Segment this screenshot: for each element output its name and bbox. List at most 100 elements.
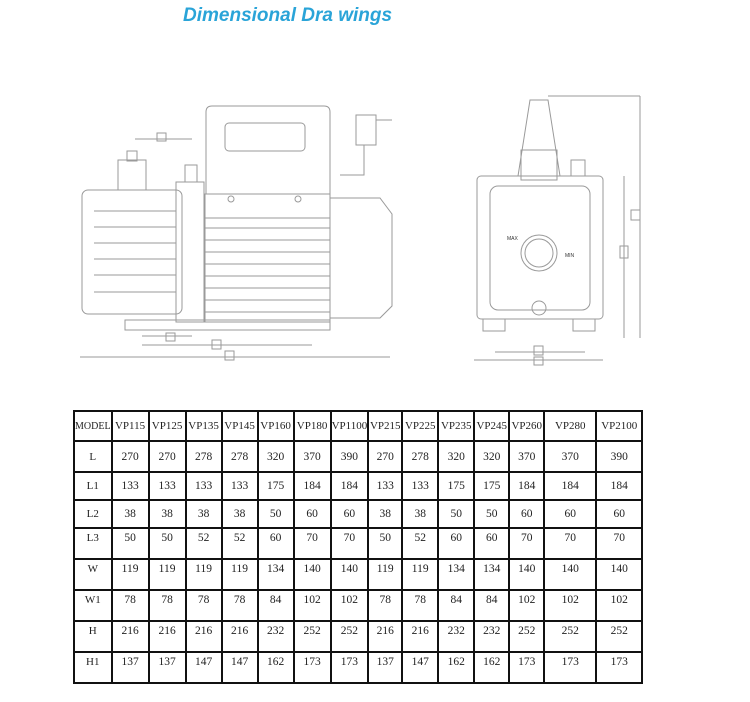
table-cell: 320 [473,440,511,473]
table-cell: 216 [401,620,440,653]
row-label: L3 [73,527,113,560]
header-model-name: VP115 [110,410,150,442]
table-cell: 184 [543,471,598,501]
row-label: L [73,440,113,473]
table-cell: 102 [543,589,598,622]
table-cell: 38 [147,499,187,529]
table-cell: 102 [329,589,370,622]
table-cell: 173 [508,651,546,684]
table-cell: 84 [437,589,476,622]
table-cell: 84 [473,589,511,622]
table-cell: 232 [473,620,511,653]
table-cell: 78 [110,589,150,622]
table-cell: 252 [508,620,546,653]
table-cell: 70 [292,527,332,560]
header-model-name: VP225 [401,410,440,442]
table-cell: 133 [147,471,187,501]
table-cell: 119 [220,558,259,591]
row-label: H1 [73,651,113,684]
table-cell: 270 [110,440,150,473]
min-label: MIN [565,253,575,259]
table-cell: 278 [220,440,259,473]
header-model-name: VP280 [543,410,598,442]
table-cell: 370 [292,440,332,473]
table-cell: 175 [256,471,295,501]
table-cell: 370 [543,440,598,473]
table-cell: 370 [508,440,546,473]
table-cell: 216 [367,620,404,653]
table-cell: 173 [329,651,370,684]
table-cell: 278 [184,440,223,473]
header-model-name: VP2100 [595,410,644,442]
row-label: L1 [73,471,113,501]
table-cell: 252 [292,620,332,653]
table-cell: 216 [147,620,187,653]
table-cell: 175 [473,471,511,501]
table-cell: 278 [401,440,440,473]
table-cell: 60 [595,499,644,529]
table-cell: 252 [595,620,644,653]
header-model-name: VP125 [147,410,187,442]
table-cell: 38 [184,499,223,529]
table-cell: 119 [147,558,187,591]
table-cell: 84 [256,589,295,622]
table-cell: 60 [329,499,370,529]
table-cell: 60 [473,527,511,560]
table-cell: 133 [367,471,404,501]
table-cell: 70 [329,527,370,560]
header-model-name: VP135 [184,410,223,442]
max-label: MAX [507,236,519,242]
table-cell: 50 [473,499,511,529]
table-cell: 216 [184,620,223,653]
table-cell: 184 [329,471,370,501]
table-cell: 78 [184,589,223,622]
table-cell: 70 [508,527,546,560]
table-cell: 270 [367,440,404,473]
table-cell: 216 [220,620,259,653]
table-cell: 134 [437,558,476,591]
table-cell: 390 [329,440,370,473]
header-model-name: VP260 [508,410,546,442]
table-cell: 50 [110,527,150,560]
table-cell: 38 [401,499,440,529]
table-cell: 119 [110,558,150,591]
table-cell: 52 [401,527,440,560]
dimensional-drawings: MAX MIN [80,95,641,366]
table-cell: 52 [184,527,223,560]
row-label: W1 [73,589,113,622]
table-cell: 270 [147,440,187,473]
table-cell: 137 [110,651,150,684]
table-cell: 147 [220,651,259,684]
table-cell: 78 [220,589,259,622]
table-cell: 252 [543,620,598,653]
table-cell: 134 [256,558,295,591]
table-cell: 60 [256,527,295,560]
table-cell: 50 [147,527,187,560]
table-cell: 50 [437,499,476,529]
table-cell: 162 [256,651,295,684]
table-cell: 140 [329,558,370,591]
front-view-drawing [474,95,641,366]
table-cell: 38 [220,499,259,529]
table-cell: 119 [184,558,223,591]
row-label: H [73,620,113,653]
table-cell: 147 [184,651,223,684]
table-cell: 137 [147,651,187,684]
table-cell: 60 [292,499,332,529]
table-cell: 52 [220,527,259,560]
table-cell: 173 [292,651,332,684]
table-cell: 102 [292,589,332,622]
table-cell: 173 [543,651,598,684]
row-label: L2 [73,499,113,529]
header-model-name: VP145 [220,410,259,442]
table-cell: 102 [508,589,546,622]
table-cell: 320 [256,440,295,473]
table-cell: 232 [256,620,295,653]
header-model-name: VP180 [292,410,332,442]
